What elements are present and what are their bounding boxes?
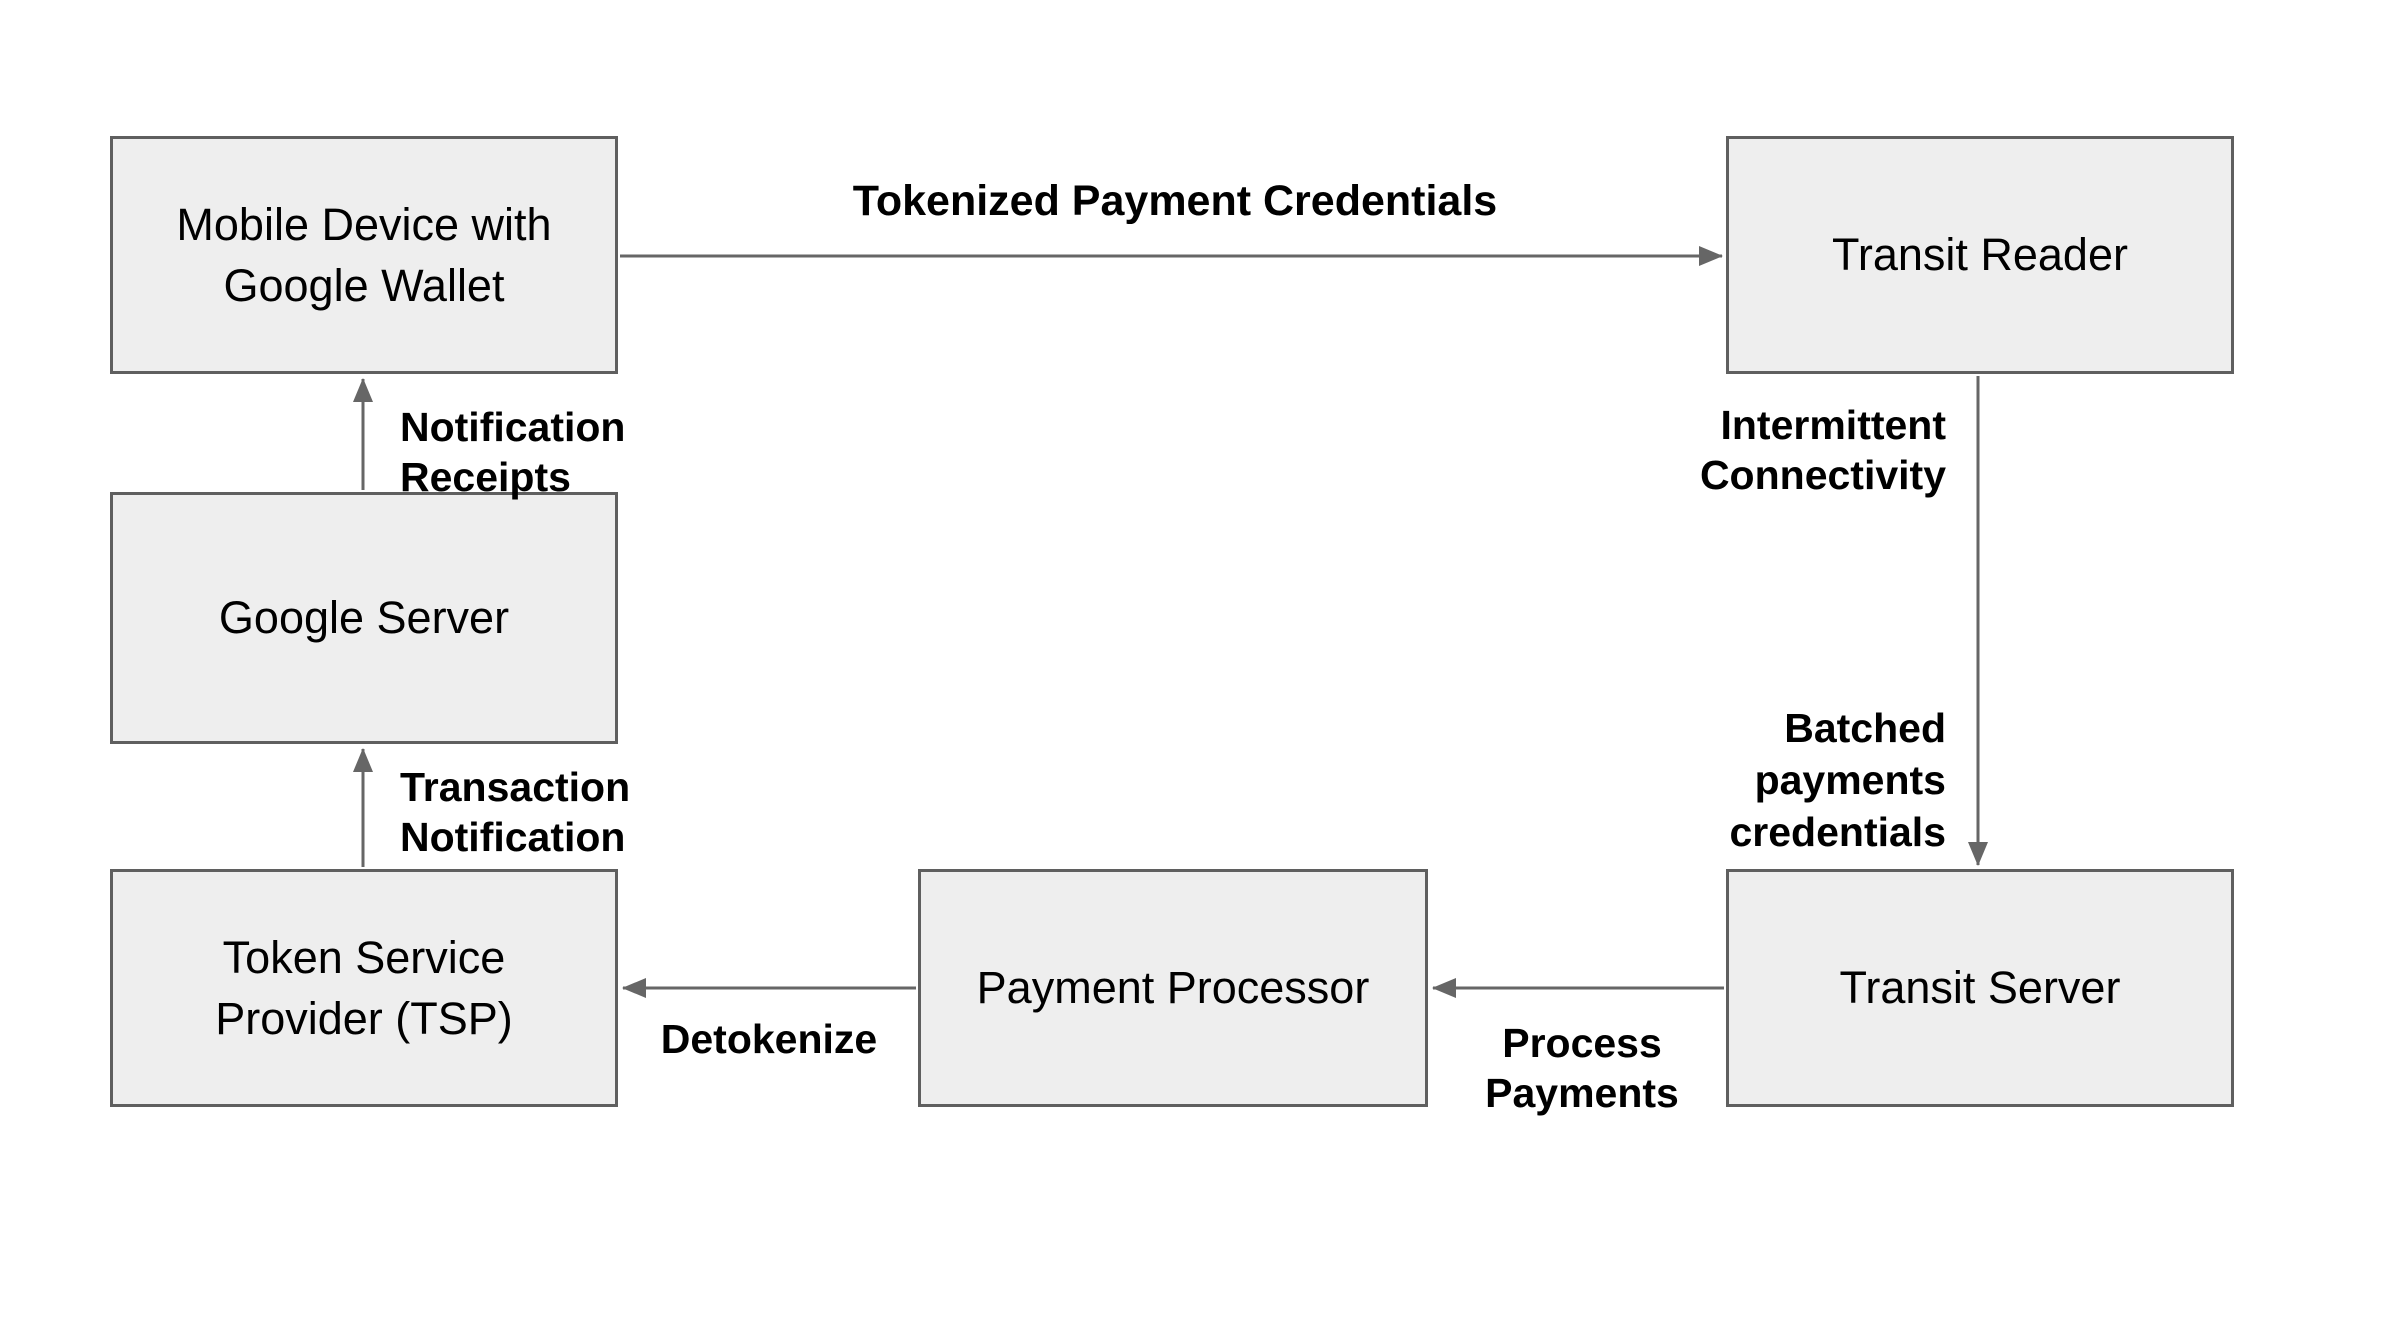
edge-label-notification-receipts: Notification Receipts	[400, 404, 626, 500]
edge-label-intermittent-connectivity: Intermittent Connectivity	[1699, 402, 1946, 498]
node-transit-reader: Transit Reader	[1726, 136, 2234, 374]
node-label: Payment Processor	[976, 962, 1370, 1014]
edge-label-transaction-notification: Transaction Notification	[400, 764, 631, 860]
edge-label-tokenized-payment-credentials: Tokenized Payment Credentials	[852, 177, 1498, 225]
node-mobile-device-google-wallet: Mobile Device with Google Wallet	[110, 136, 618, 374]
node-label: Transit Reader	[1832, 229, 2128, 281]
node-payment-processor: Payment Processor	[918, 869, 1428, 1107]
edge-label-batched-payments-credentials: Batched payments credentials	[1729, 705, 1947, 855]
node-google-server: Google Server	[110, 492, 618, 744]
node-token-service-provider: Token Service Provider (TSP)	[110, 869, 618, 1107]
edge-label-process-payments: Process Payments	[1485, 1020, 1679, 1116]
node-transit-server: Transit Server	[1726, 869, 2234, 1107]
node-label: Mobile Device with Google Wallet	[176, 198, 552, 311]
node-label: Google Server	[218, 592, 510, 644]
edge-label-detokenize: Detokenize	[660, 1016, 878, 1062]
node-label: Token Service Provider (TSP)	[215, 931, 513, 1044]
node-label: Transit Server	[1839, 962, 2121, 1014]
